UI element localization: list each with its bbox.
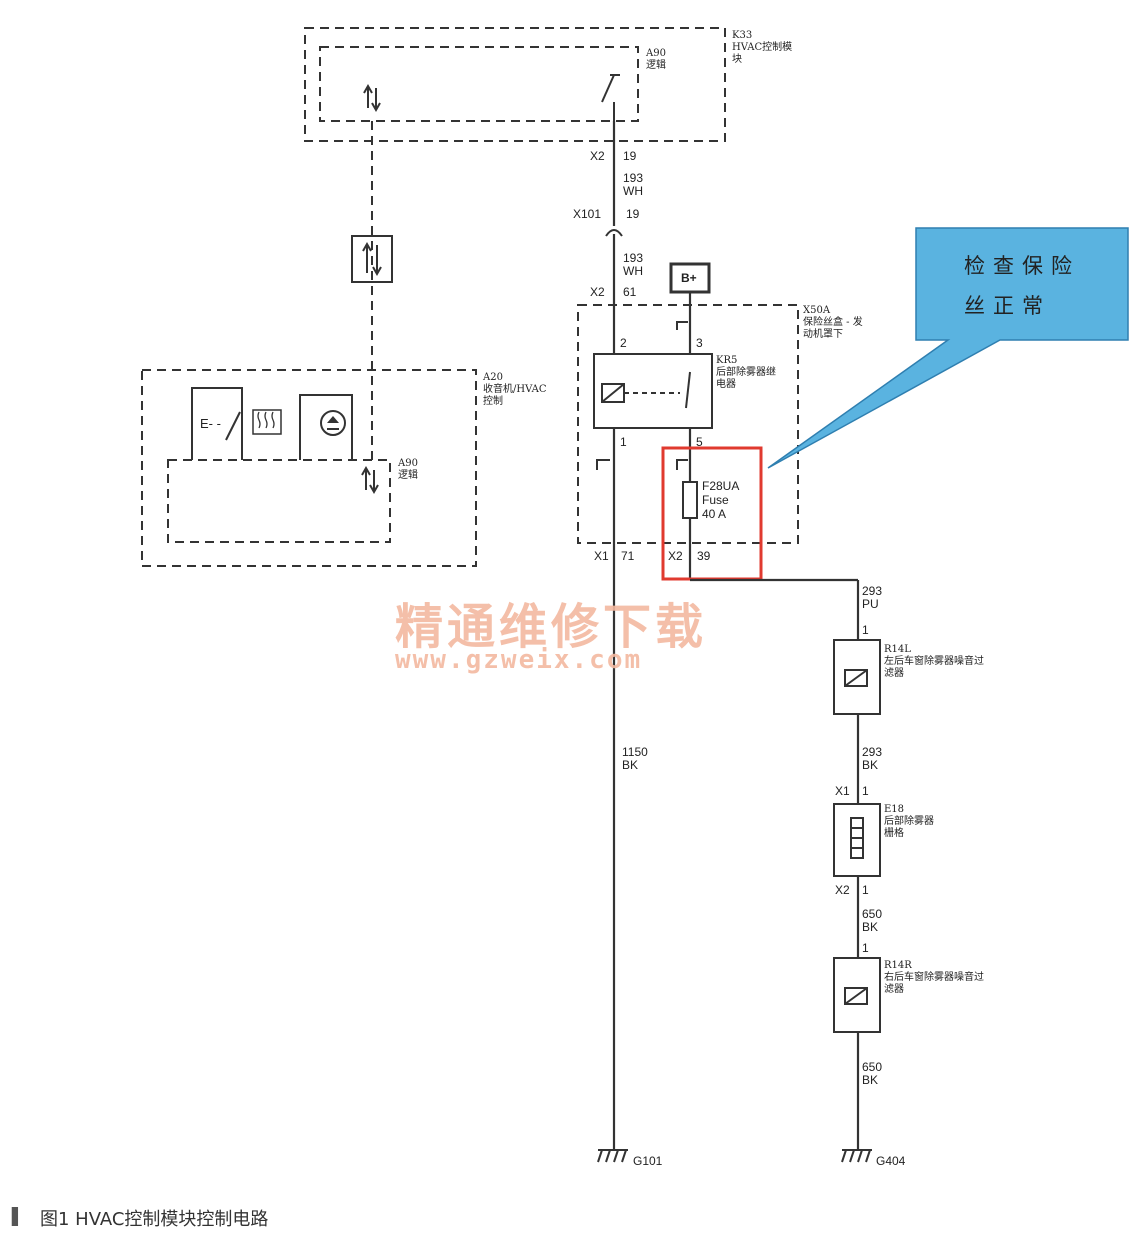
figure-caption: ▌ 图1 HVAC控制模块控制电路 — [12, 1205, 269, 1231]
ground-g404-icon — [841, 1145, 872, 1163]
a20-bidirectional-arrow-icon — [361, 465, 379, 495]
callout-line2: 丝正常 — [964, 294, 1051, 318]
r14l-pin-label: 1 — [862, 623, 869, 637]
link-bidirectional-arrow-icon — [362, 241, 382, 277]
fuse-icon — [682, 481, 698, 519]
x2-39-conn: X2 — [668, 549, 683, 563]
wire2-color: WH — [623, 264, 643, 278]
wire1-color: WH — [623, 184, 643, 198]
x1-71-conn: X1 — [594, 549, 609, 563]
caption-text: 图1 HVAC控制模块控制电路 — [40, 1209, 269, 1230]
caption-mark: ▌ — [12, 1207, 25, 1226]
k33-bidirectional-arrow-icon — [363, 83, 381, 113]
wire5-num: 650 — [862, 907, 883, 921]
wire7-color: BK — [622, 758, 639, 772]
x1-71-pin: 71 — [621, 549, 635, 563]
relay-pin3-label: 3 — [696, 336, 703, 350]
x101-connector-icon — [605, 229, 623, 237]
a20-a90-logic-box — [167, 459, 391, 543]
g404-label: G404 — [876, 1154, 906, 1168]
a20-switch-label: E- - — [200, 416, 221, 431]
x50a-fuse-box — [577, 304, 799, 544]
wire3-color: PU — [862, 597, 879, 611]
wire6-color: BK — [862, 1073, 879, 1087]
a20-indicator-bracket — [299, 394, 353, 460]
e18-bot-conn: X2 — [835, 883, 850, 897]
wire4-color: BK — [862, 758, 879, 772]
callout-line1: 检查保险 — [964, 254, 1080, 278]
bplus-label: B+ — [681, 271, 697, 285]
watermark-url: www.gzweix.com — [395, 645, 643, 675]
k33-a90-logic-box — [319, 46, 639, 122]
x2-39-pin: 39 — [697, 549, 711, 563]
x101-pin-label: 19 — [626, 207, 640, 221]
defrost-icon — [252, 409, 282, 435]
callout-bubble — [767, 227, 1129, 469]
wire6-num: 650 — [862, 1060, 883, 1074]
a20-switch-bracket — [191, 387, 243, 460]
relay-pin5-label: 5 — [696, 435, 703, 449]
x2-61-pin: 61 — [623, 285, 637, 299]
x1-terminal-icon — [596, 459, 615, 470]
pin3-terminal-icon — [676, 321, 688, 330]
callout-text: 检查保险 丝正常 — [916, 228, 1128, 340]
indicator-lamp-icon — [320, 410, 346, 436]
wire4-num: 293 — [862, 745, 883, 759]
k33-conn-label: X2 — [590, 149, 605, 163]
e18-top-conn: X1 — [835, 784, 850, 798]
wire7-num: 1150 — [622, 745, 648, 759]
wire5-color: BK — [862, 920, 879, 934]
wire1-num: 193 — [623, 171, 644, 185]
r14r-pin-label: 1 — [862, 941, 869, 955]
e18-bot-pin: 1 — [862, 883, 869, 897]
g101-label: G101 — [633, 1154, 663, 1168]
relay-pin1-label: 1 — [620, 435, 627, 449]
relay-pin2-label: 2 — [620, 336, 627, 350]
k33-pin-label: 19 — [623, 149, 637, 163]
relay-contact — [685, 371, 691, 409]
k33-module-box — [304, 27, 726, 142]
x2-61-conn: X2 — [590, 285, 605, 299]
pin5-terminal-icon — [676, 459, 688, 470]
wire2-num: 193 — [623, 251, 644, 265]
fuse-rating-label: 40 A — [702, 507, 727, 521]
e18-top-pin: 1 — [862, 784, 869, 798]
x101-label: X101 — [573, 207, 602, 221]
a20-switch-contact — [225, 411, 241, 441]
fuse-id-label: F28UA — [702, 479, 740, 493]
wire3-num: 293 — [862, 584, 883, 598]
e18-grid-box — [833, 803, 881, 877]
link-connector-box — [351, 235, 393, 283]
ground-g101-icon — [597, 1140, 628, 1163]
watermark-cn: 精通维修下载 — [395, 599, 708, 655]
fuse-word-label: Fuse — [702, 493, 729, 507]
kr5-relay-box — [593, 353, 713, 429]
a20-module-box — [141, 369, 477, 567]
k33-switch-icon — [601, 74, 620, 121]
